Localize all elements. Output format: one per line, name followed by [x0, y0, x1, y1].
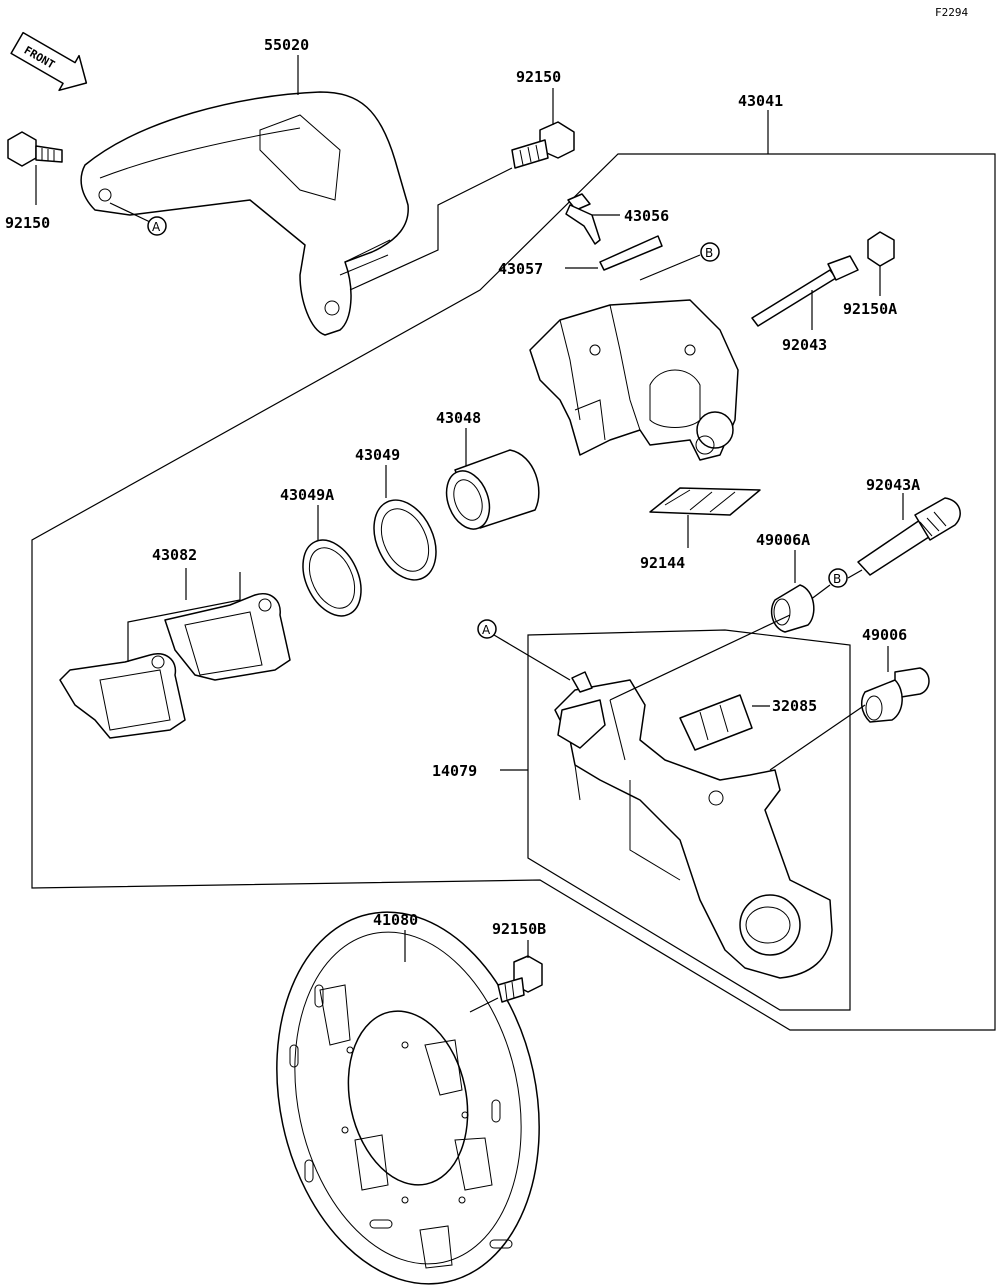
label-43041: 43041 — [738, 92, 783, 110]
seal-43049 — [373, 499, 437, 581]
marker-a-bracket — [147, 216, 167, 236]
figure-code: F2294 — [935, 6, 968, 19]
marker-a-mid — [477, 619, 497, 639]
clip-32085 — [679, 694, 753, 751]
marker-a-bracket-text: A — [152, 220, 161, 234]
bolt-92150-top — [511, 121, 575, 169]
marker-a-mid-text: A — [482, 623, 491, 637]
label-41080: 41080 — [373, 911, 418, 929]
label-92150A: 92150A — [843, 300, 897, 318]
plug-92150A — [867, 231, 895, 267]
label-55020: 55020 — [264, 36, 309, 54]
marker-b-mid — [828, 568, 848, 588]
marker-b-top-text: B — [705, 246, 713, 260]
label-92043A: 92043A — [866, 476, 920, 494]
label-92150-top: 92150 — [516, 68, 561, 86]
assembly-outline-14079 — [527, 629, 851, 1011]
pin-92043 — [751, 255, 859, 327]
label-14079: 14079 — [432, 762, 477, 780]
spring-92144 — [649, 487, 761, 516]
label-43049A: 43049A — [280, 486, 334, 504]
bolt-92150-left — [7, 131, 63, 167]
boot-49006 — [860, 667, 930, 723]
label-43049: 43049 — [355, 446, 400, 464]
label-43056: 43056 — [624, 207, 669, 225]
label-92043: 92043 — [782, 336, 827, 354]
assembly-outline-43041 — [31, 153, 996, 1031]
label-92144: 92144 — [640, 554, 685, 572]
label-43048: 43048 — [436, 409, 481, 427]
label-92150B: 92150B — [492, 920, 546, 938]
label-92150-left: 92150 — [5, 214, 50, 232]
piston-43048 — [445, 449, 540, 530]
cap-43057 — [599, 235, 663, 271]
bracket-guard-55020 — [80, 91, 409, 336]
boot-49006A — [770, 584, 815, 633]
pin-92043A — [857, 497, 961, 576]
label-49006: 49006 — [862, 626, 907, 644]
brake-pads-43082 — [59, 593, 291, 739]
label-49006A: 49006A — [756, 531, 810, 549]
marker-b-top — [700, 242, 720, 262]
bleeder-valve-43056 — [565, 193, 601, 245]
label-43082: 43082 — [152, 546, 197, 564]
front-arrow-icon: FRONT — [10, 31, 88, 92]
brake-disc-41080 — [276, 911, 540, 1285]
label-43057: 43057 — [498, 260, 543, 278]
marker-b-mid-text: B — [833, 572, 841, 586]
seal-43049A — [302, 539, 362, 617]
caliper-body — [529, 299, 739, 461]
caliper-holder-14079 — [554, 671, 833, 979]
label-32085: 32085 — [772, 697, 817, 715]
bolt-92150B — [497, 955, 543, 1003]
